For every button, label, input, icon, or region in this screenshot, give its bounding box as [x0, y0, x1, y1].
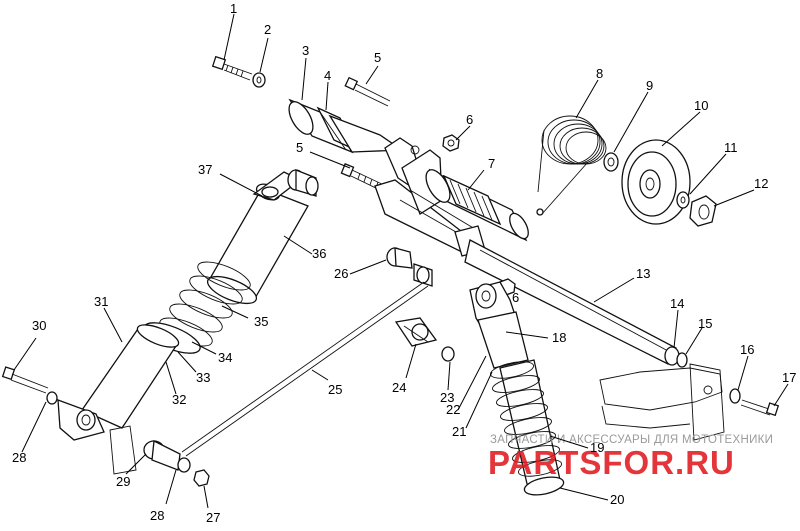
callout-15: 15: [698, 316, 712, 331]
callout-5-top: 5: [374, 50, 381, 65]
part-washer-23: [441, 346, 455, 362]
part-washer-16: [729, 388, 741, 404]
part-spring-8: [536, 115, 607, 216]
callout-27: 27: [206, 510, 220, 525]
callout-29: 29: [116, 474, 130, 489]
part-bolt-30: [1, 366, 49, 394]
callout-labels: 1 2 3 4 5 5 6 6 7 8 9 10 11 12 13 14 15 …: [12, 1, 796, 525]
callout-13: 13: [636, 266, 650, 281]
callout-11: 11: [724, 140, 738, 155]
callout-23: 23: [440, 390, 454, 405]
part-washer-9: [603, 152, 619, 172]
part-shaft-7: [425, 168, 529, 242]
part-bracket-frame: [374, 137, 490, 257]
callout-20: 20: [610, 492, 624, 507]
callout-2: 2: [264, 22, 271, 37]
callout-24: 24: [392, 380, 406, 395]
part-shaft-3: [288, 98, 404, 154]
callout-3: 3: [302, 43, 309, 58]
part-bushing-26: [386, 247, 413, 269]
part-link-rod-25: [181, 263, 433, 457]
callout-35: 35: [254, 314, 268, 329]
part-bolt-5-top: [344, 76, 391, 107]
part-nut-6-top: [442, 134, 460, 152]
callout-34: 34: [218, 350, 232, 365]
part-shock-left: [57, 171, 309, 441]
callout-26: 26: [334, 266, 348, 281]
part-bushing-37-near: [287, 169, 319, 197]
callout-7: 7: [488, 156, 495, 171]
callout-33: 33: [196, 370, 210, 385]
part-bolt-1: [211, 55, 253, 81]
callout-9: 9: [646, 78, 653, 93]
part-shock-right: [469, 281, 565, 496]
callout-8: 8: [596, 66, 603, 81]
part-block-24: [394, 317, 438, 347]
callout-37: 37: [198, 162, 212, 177]
part-bolt-17: [740, 399, 780, 417]
callout-18: 18: [552, 330, 566, 345]
callout-4: 4: [324, 68, 331, 83]
callout-28-left: 28: [12, 450, 26, 465]
callout-6-top: 6: [466, 112, 473, 127]
part-washer-2: [252, 72, 266, 88]
callout-17: 17: [782, 370, 796, 385]
callout-5-mid: 5: [296, 140, 303, 155]
callout-31: 31: [94, 294, 108, 309]
callout-12: 12: [754, 176, 768, 191]
callout-1: 1: [230, 1, 237, 16]
callout-10: 10: [694, 98, 708, 113]
callout-25: 25: [328, 382, 342, 397]
part-rear-mount: [599, 363, 725, 441]
callout-16: 16: [740, 342, 754, 357]
leader-lines: [13, 13, 789, 509]
callout-36: 36: [312, 246, 326, 261]
watermark-brand: PARTSFOR.RU: [488, 444, 735, 481]
part-washer-11: [676, 191, 690, 209]
part-wheel-10: [621, 139, 691, 225]
part-bolt-5-mid: [340, 163, 385, 192]
callout-14: 14: [670, 296, 684, 311]
part-nut-27: [193, 469, 210, 487]
part-bushing-14-15: [664, 346, 688, 368]
callout-30: 30: [32, 318, 46, 333]
callout-21: 21: [452, 424, 466, 439]
callout-6-lower: 6: [512, 290, 519, 305]
callout-19: 19: [590, 440, 604, 455]
callout-32: 32: [172, 392, 186, 407]
part-washer-28-left: [46, 391, 58, 405]
part-nut-12: [689, 195, 717, 227]
watermark-tagline: ЗАПЧАСТИ И АКСЕССУАРЫ ДЛЯ МОТОТЕХНИКИ: [490, 434, 773, 446]
callout-22: 22: [446, 402, 460, 417]
part-mount-29: [109, 425, 191, 475]
callout-28-bottom: 28: [150, 508, 164, 523]
